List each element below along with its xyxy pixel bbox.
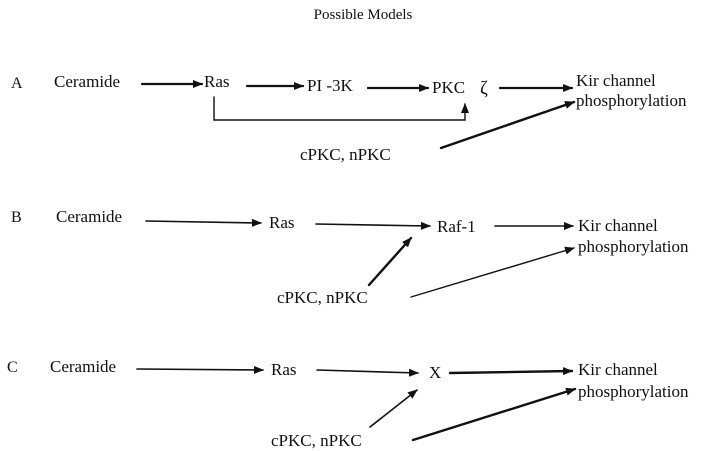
arrow-c-pkc-isoforms-x: [369, 389, 418, 428]
panel-a-kir-line1: Kir channel: [576, 71, 656, 90]
panel-c-label: C: [7, 359, 18, 376]
panel-a-ceramide: Ceramide: [54, 72, 120, 91]
arrow-b-ras-raf: [315, 221, 431, 230]
arrow-c-pkc-isoforms-kir: [411, 387, 577, 442]
panel-b-label: B: [11, 209, 22, 226]
panel-a: A Ceramide Ras PI -3K PKC ζ Kir channel …: [11, 71, 687, 164]
panel-a-pi3k: PI -3K: [307, 76, 354, 95]
panel-c-x: X: [429, 363, 441, 382]
arrow-c-ceramide-ras: [136, 365, 264, 374]
panel-c-pkc-isoforms: cPKC, nPKC: [271, 431, 362, 450]
panel-b-ceramide: Ceramide: [56, 207, 122, 226]
arrow-a-pkc-isoforms-kir: [439, 100, 576, 150]
panel-a-zeta: ζ: [480, 78, 488, 99]
panel-b: B Ceramide Ras Raf-1 Kir channel phospho…: [11, 207, 689, 307]
panel-b-kir-line2: phosphorylation: [578, 237, 689, 256]
arrow-b-pkc-isoforms-raf: [367, 236, 413, 287]
panel-c-ras: Ras: [271, 360, 297, 379]
panel-a-label: A: [11, 75, 23, 92]
panel-a-pkc: PKC: [432, 78, 465, 97]
arrow-c-x-kir: [448, 367, 574, 376]
panel-a-kir-line2: phosphorylation: [576, 91, 687, 110]
arrow-a-ras-bypass-pkc: [213, 96, 469, 121]
arrow-b-ceramide-ras: [145, 218, 262, 227]
panel-b-pkc-isoforms: cPKC, nPKC: [277, 288, 368, 307]
panel-c-kir-line2: phosphorylation: [578, 382, 689, 401]
panel-b-raf: Raf-1: [437, 217, 476, 236]
arrow-c-ras-x: [316, 368, 419, 377]
panel-a-ras: Ras: [204, 72, 230, 91]
arrow-b-pkc-isoforms-kir: [410, 246, 575, 298]
diagram-title: Possible Models: [314, 7, 413, 23]
panel-a-pkc-isoforms: cPKC, nPKC: [300, 145, 391, 164]
panel-c-kir-line1: Kir channel: [578, 360, 658, 379]
panel-b-ras: Ras: [269, 213, 295, 232]
panel-c: C Ceramide Ras X Kir channel phosphoryla…: [7, 357, 689, 450]
panel-b-kir-line1: Kir channel: [578, 216, 658, 235]
panel-c-ceramide: Ceramide: [50, 357, 116, 376]
